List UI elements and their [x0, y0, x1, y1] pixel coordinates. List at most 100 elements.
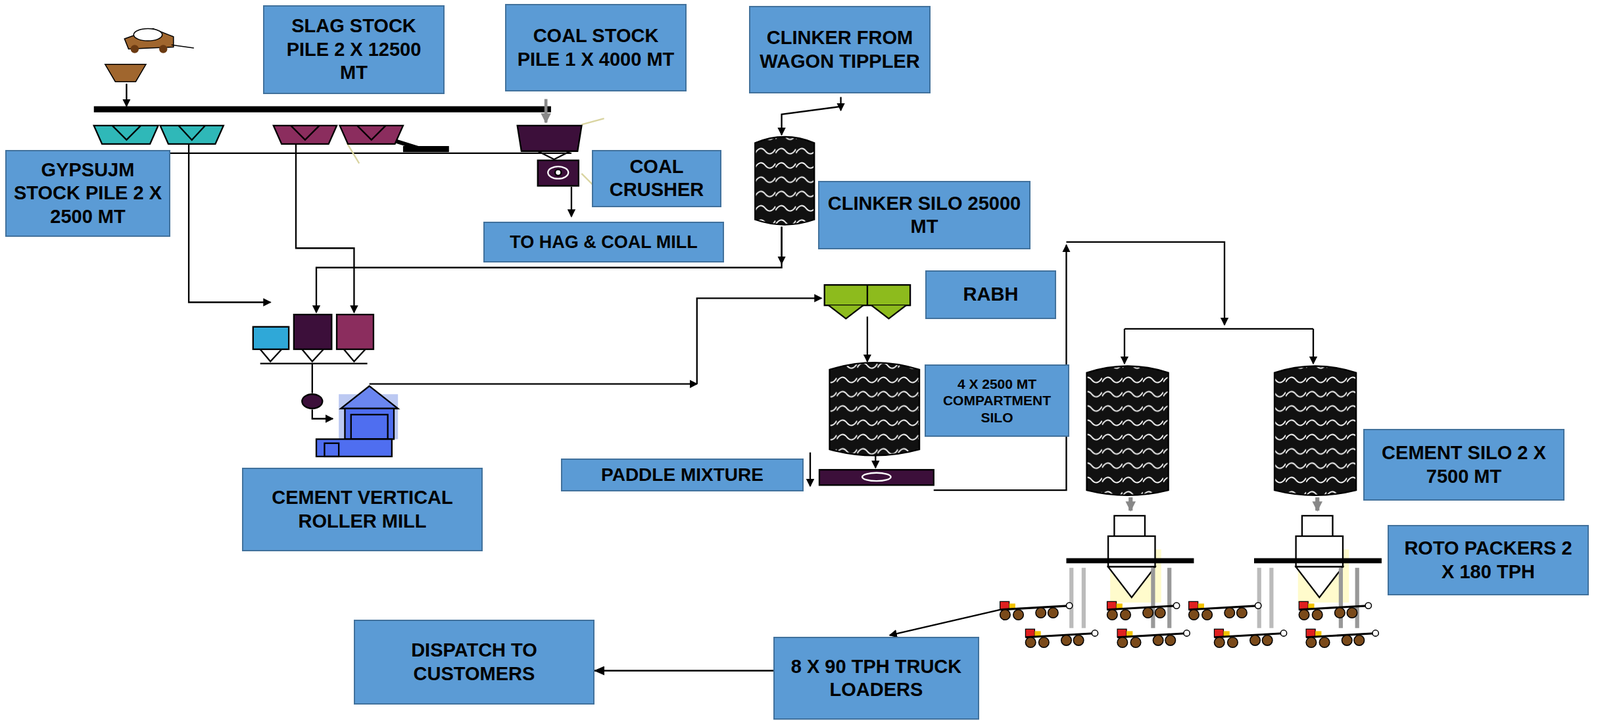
- plant-shape: [1183, 630, 1190, 636]
- plant-shape: [1000, 609, 1011, 621]
- coal-hopper-crusher: [517, 125, 582, 187]
- plant-shape: [1236, 607, 1248, 619]
- plant-shape: [1128, 497, 1133, 511]
- label-box: CEMENT VERTICAL ROLLER MILL: [242, 467, 483, 552]
- plant-shape: [1254, 515, 1382, 629]
- plant-shape: [94, 105, 552, 112]
- label-box: CEMENT SILO 2 X 7500 MT: [1363, 428, 1565, 501]
- plant-shape: [1202, 609, 1213, 621]
- plant-shape: [537, 151, 571, 160]
- plant-shape: [1165, 635, 1176, 646]
- rabh-paddle: [819, 284, 934, 485]
- plant-shape: [301, 393, 323, 409]
- plant-shape: [1025, 632, 1097, 637]
- plant-shape: [125, 83, 127, 106]
- truck-icon: [1025, 628, 1098, 648]
- plant-shape: [1117, 632, 1189, 637]
- plant-shape: [1066, 515, 1194, 629]
- plant-shape: [1108, 566, 1155, 598]
- plant-shape: [1120, 609, 1132, 621]
- plant-shape: [1213, 632, 1286, 637]
- plant-shape: [1354, 635, 1365, 646]
- plant-shape: [1073, 635, 1084, 646]
- plant-shape: [809, 452, 811, 486]
- plant-shape: [1035, 607, 1047, 619]
- truck-icon: [1107, 601, 1180, 620]
- plant-shape: [1255, 602, 1262, 609]
- label-box: DISPATCH TO CUSTOMERS: [353, 619, 595, 705]
- plant-shape: [1087, 366, 1169, 496]
- plant-shape: [1081, 567, 1086, 629]
- plant-shape: [1315, 497, 1320, 511]
- gypsum-hoppers: [94, 125, 224, 145]
- plant-shape: [1025, 637, 1036, 648]
- label-box: SLAG STOCK PILE 2 X 12500 MT: [263, 5, 445, 95]
- truck-icon: [1000, 601, 1073, 620]
- slag-hoppers: [273, 125, 404, 145]
- plant-shape: [1066, 242, 1225, 325]
- label-box: CLINKER SILO 25000 MT: [818, 180, 1031, 250]
- box-text: PADDLE MIXTURE: [601, 463, 764, 486]
- plant-shape: [1298, 605, 1371, 610]
- flow-arrow: [594, 669, 774, 672]
- plant-shape: [754, 136, 815, 225]
- plant-shape: [339, 125, 404, 145]
- plant-shape: [537, 160, 579, 187]
- plant-shape: [1306, 632, 1378, 637]
- plant-shape: [1224, 607, 1236, 619]
- plant-shape: [301, 349, 324, 362]
- truck-icon: [1188, 601, 1262, 620]
- plant-shape: [1167, 567, 1172, 629]
- plant-shape: [1311, 609, 1323, 621]
- packers-trucks: [1066, 497, 1382, 629]
- plant-shape: [570, 186, 573, 217]
- plant-shape: [839, 96, 842, 110]
- box-text: 4 X 2500 MT COMPARTMENT SILO: [932, 375, 1062, 427]
- label-box: CLINKER FROM WAGON TIPPLER: [749, 5, 931, 94]
- plant-shape: [188, 144, 271, 303]
- label-box: PADDLE MIXTURE: [560, 458, 804, 492]
- plant-shape: [273, 125, 337, 145]
- plant-shape: [357, 125, 386, 141]
- plant-shape: [1274, 366, 1357, 496]
- box-text: TO HAG & COAL MILL: [509, 231, 698, 254]
- plant-shape: [1154, 607, 1166, 619]
- box-text: COAL STOCK PILE 1 X 4000 MT: [512, 24, 679, 72]
- plant-shape: [94, 125, 159, 145]
- plant-shape: [1346, 607, 1358, 619]
- plant-shape: [1152, 635, 1164, 646]
- trucks: [1000, 601, 1380, 648]
- plant-shape: [290, 125, 319, 141]
- plant-shape: [781, 105, 844, 135]
- plant-shape: [1188, 609, 1200, 621]
- plant-shape: [1130, 637, 1141, 648]
- plant-shape: [697, 297, 822, 384]
- box-text: CLINKER SILO 25000 MT: [825, 192, 1023, 239]
- plant-shape: [1280, 630, 1287, 636]
- plant-shape: [1261, 635, 1273, 646]
- plant-shape: [159, 44, 168, 53]
- plant-shape: [544, 99, 548, 123]
- plant-shape: [340, 386, 398, 409]
- plant-shape: [1069, 567, 1074, 629]
- plant-shape: [160, 125, 224, 145]
- plant-shape: [862, 472, 891, 481]
- plant-shape: [1213, 637, 1225, 648]
- plant-shape: [105, 64, 146, 82]
- plant-shape: [581, 118, 604, 125]
- plant-shape: [1150, 567, 1155, 629]
- plant-shape: [344, 408, 394, 440]
- plant-shape: [369, 383, 698, 385]
- plant-shape: [866, 316, 869, 362]
- plant-shape: [343, 349, 366, 362]
- box-text: CLINKER FROM WAGON TIPPLER: [756, 26, 923, 73]
- box-text: CEMENT VERTICAL ROLLER MILL: [249, 485, 475, 533]
- truck-icon: [1306, 628, 1379, 648]
- plant-shape: [351, 414, 388, 439]
- plant-shape: [1048, 607, 1059, 619]
- box-text: RABH: [963, 282, 1019, 306]
- plant-shape: [1227, 637, 1239, 648]
- box-text: 8 X 90 TPH TRUCK LOADERS: [781, 654, 972, 702]
- plant-shape: [130, 44, 139, 53]
